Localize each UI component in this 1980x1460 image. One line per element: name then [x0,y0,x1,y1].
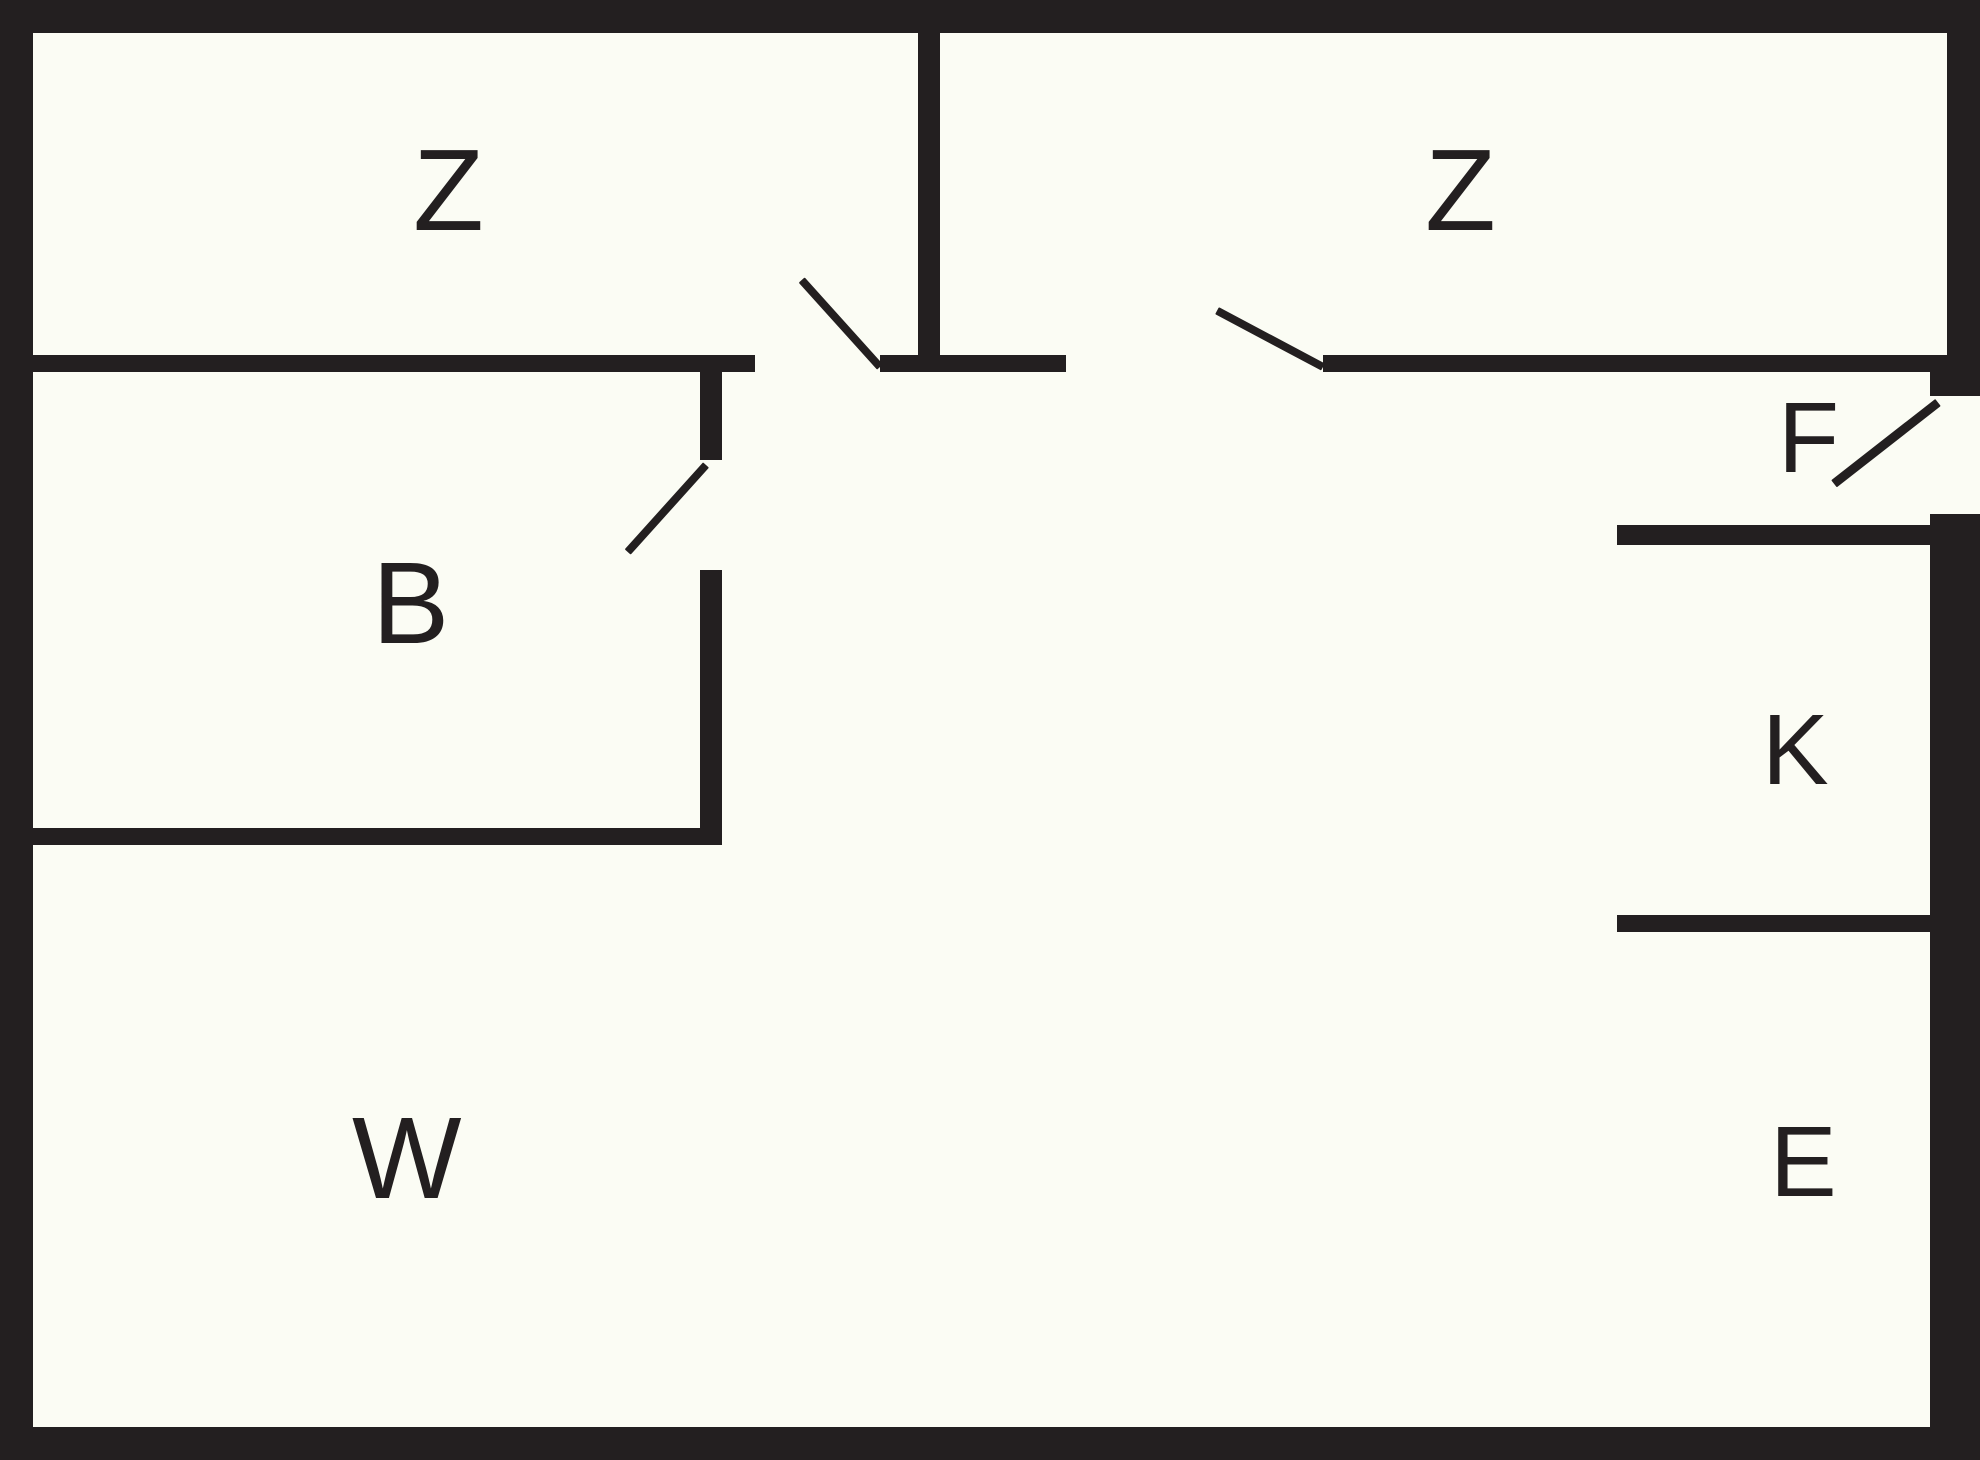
room-label-z-top-right: Z [1425,125,1496,255]
room-label-f: F [1778,382,1840,494]
partition-bathroom-right-bot [700,570,722,845]
room-label-k: K [1762,694,1829,806]
partition-bedroom-corridor [1323,355,1947,372]
partition-bathroom-bottom [33,828,722,845]
partition-bedroom-bathroom [33,355,755,372]
room-label-b: B [372,538,450,668]
partition-hall-kitchen [1617,525,1947,545]
partition-kitchen-dining [1617,915,1947,932]
room-label-z-top-left: Z [413,125,484,255]
partition-bedroom-hall [880,355,1066,372]
interior-floor [33,33,1947,1427]
partition-corridor-rooms [1930,372,1947,1427]
partition-between-bedrooms [918,33,940,372]
room-label-e: E [1770,1106,1837,1218]
partition-bathroom-right-top [700,355,722,460]
room-label-w: W [352,1093,462,1223]
doorway-entrance [1930,396,1980,514]
